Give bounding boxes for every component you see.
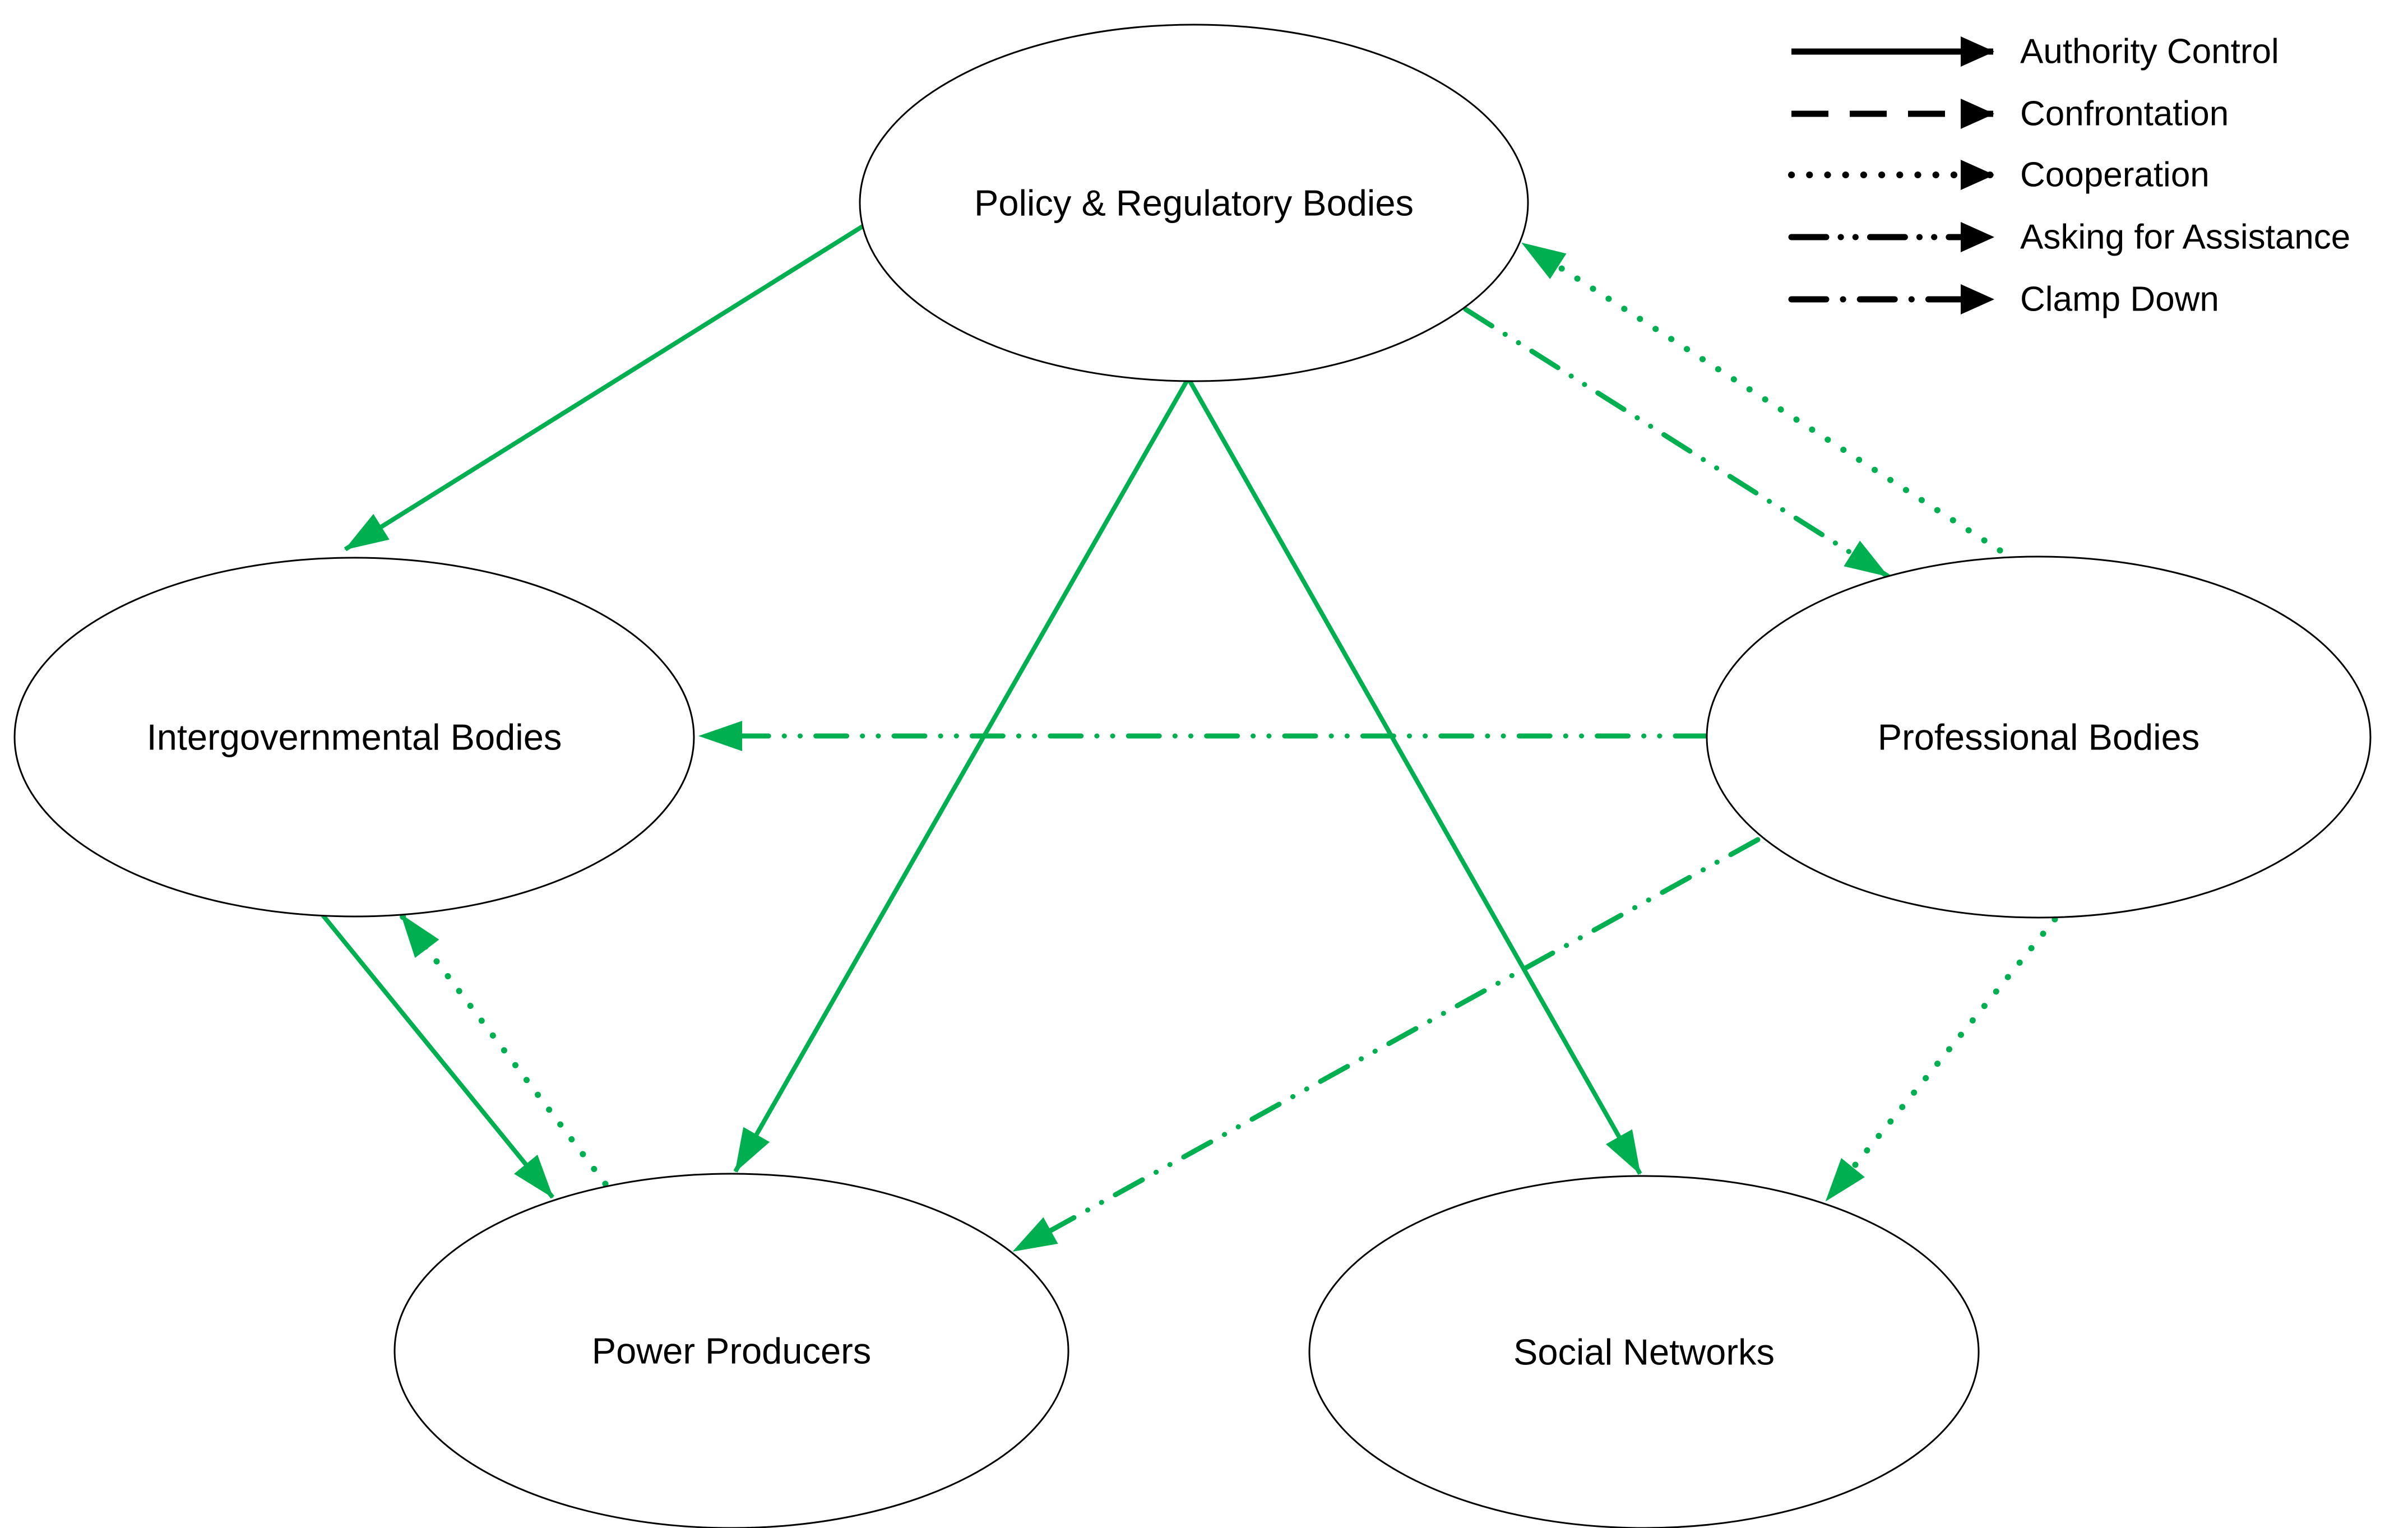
edge-asking-for-assistance-policy-to-professional [1463, 307, 1891, 579]
legend-item-confrontation: Confrontation [1791, 95, 2229, 133]
legend-label-asking-for-assistance: Asking for Assistance [2020, 218, 2350, 257]
edge-authority-control-policy-to-social-networks [1186, 377, 1642, 1175]
edge-cooperation-professional-to-social-networks [1823, 916, 2058, 1204]
edge-cooperation-professional-to-policy [1519, 240, 2019, 564]
node-intergovernmental-bodies: Intergovernmental Bodies [13, 557, 695, 918]
node-professional-ellipse [1706, 555, 2372, 919]
node-power-ellipse [393, 1173, 1069, 1528]
edges [318, 222, 2058, 1254]
legend-label-clamp-down: Clamp Down [2020, 280, 2219, 319]
nodes: Policy & Regulatory Bodies Intergovernme… [13, 24, 2372, 1528]
legend-label-authority-control: Authority Control [2020, 33, 2279, 71]
legend-item-asking-for-assistance: Asking for Assistance [1788, 218, 2350, 257]
node-power-label: Power Producers [592, 1331, 872, 1372]
edge-authority-control-policy-to-intergovernmental [344, 222, 868, 552]
edge-authority-control-intergovernmental-to-power-producers [318, 911, 555, 1199]
node-intergovernmental-ellipse [13, 557, 695, 918]
legend-item-cooperation: Cooperation [1788, 156, 2210, 195]
legend-label-cooperation: Cooperation [2020, 156, 2210, 195]
node-social-label: Social Networks [1513, 1332, 1775, 1373]
edge-cooperation-power-producers-to-intergovernmental [398, 911, 609, 1187]
edge-authority-control-policy-to-power-producers [733, 377, 1191, 1173]
legend-item-authority-control: Authority Control [1791, 33, 2279, 71]
node-social-networks: Social Networks [1308, 1175, 1980, 1528]
legend-label-confrontation: Confrontation [2020, 95, 2229, 133]
node-professional-bodies: Professional Bodies [1706, 555, 2372, 919]
node-policy-regulatory-bodies: Policy & Regulatory Bodies [859, 24, 1529, 382]
node-intergovernmental-label: Intergovernmental Bodies [147, 717, 562, 758]
node-policy-ellipse [859, 24, 1529, 382]
node-social-ellipse [1308, 1175, 1980, 1528]
node-professional-label: Professional Bodies [1878, 717, 2200, 758]
legend: Authority Control Confrontation Cooperat… [1788, 33, 2350, 319]
edge-asking-for-assistance-professional-to-power-producers [1011, 837, 1761, 1254]
node-policy-label: Policy & Regulatory Bodies [974, 183, 1414, 224]
legend-item-clamp-down: Clamp Down [1788, 280, 2219, 319]
node-power-producers: Power Producers [393, 1173, 1069, 1528]
